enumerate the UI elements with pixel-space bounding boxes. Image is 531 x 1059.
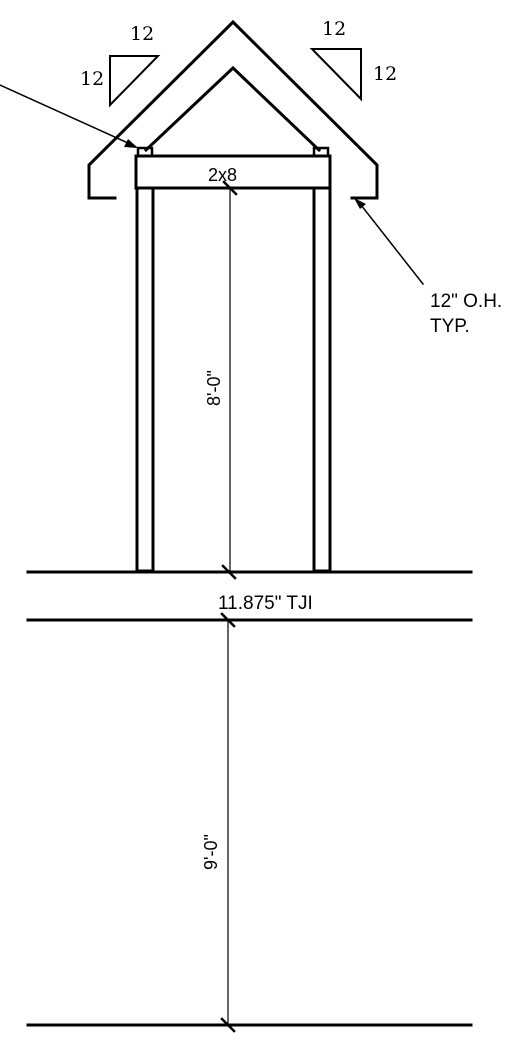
upper-height-label: 8'-0" xyxy=(204,370,224,406)
pitch-left-run: 12 xyxy=(80,68,104,90)
pitch-triangle-right xyxy=(309,48,362,102)
left-leader-arrowhead xyxy=(124,139,138,148)
left-post xyxy=(135,186,155,573)
header-top-plate-right xyxy=(312,146,330,158)
dim-tick-header xyxy=(222,180,238,196)
pitch-right-run: 12 xyxy=(373,63,397,85)
overhang-note-line1: 12" O.H. xyxy=(430,291,502,312)
header-top-plate-left xyxy=(136,146,154,158)
pitch-triangle-left xyxy=(109,55,161,108)
floor-joist-label: 11.875" TJI xyxy=(218,593,313,614)
overhang-note-line2: TYP. xyxy=(430,316,470,337)
dim-tick-joist-bottom xyxy=(220,612,236,628)
lower-height-label: 9'-0" xyxy=(201,834,221,870)
header-beam xyxy=(134,154,332,190)
dim-tick-upper-floor xyxy=(221,564,237,580)
right-post xyxy=(312,186,332,573)
right-leader-arrowhead xyxy=(354,198,366,209)
pitch-left-rise: 12 xyxy=(130,23,154,45)
header-size-label: 2x8 xyxy=(208,165,237,185)
dim-tick-lower-floor xyxy=(220,1017,236,1033)
roof-inner-outline xyxy=(143,65,322,153)
drawing-linework xyxy=(0,19,473,1033)
roof-outer-outline xyxy=(87,19,379,200)
left-leader-line xyxy=(0,84,129,144)
pitch-right-rise: 12 xyxy=(322,18,346,40)
right-leader-line xyxy=(359,203,425,286)
